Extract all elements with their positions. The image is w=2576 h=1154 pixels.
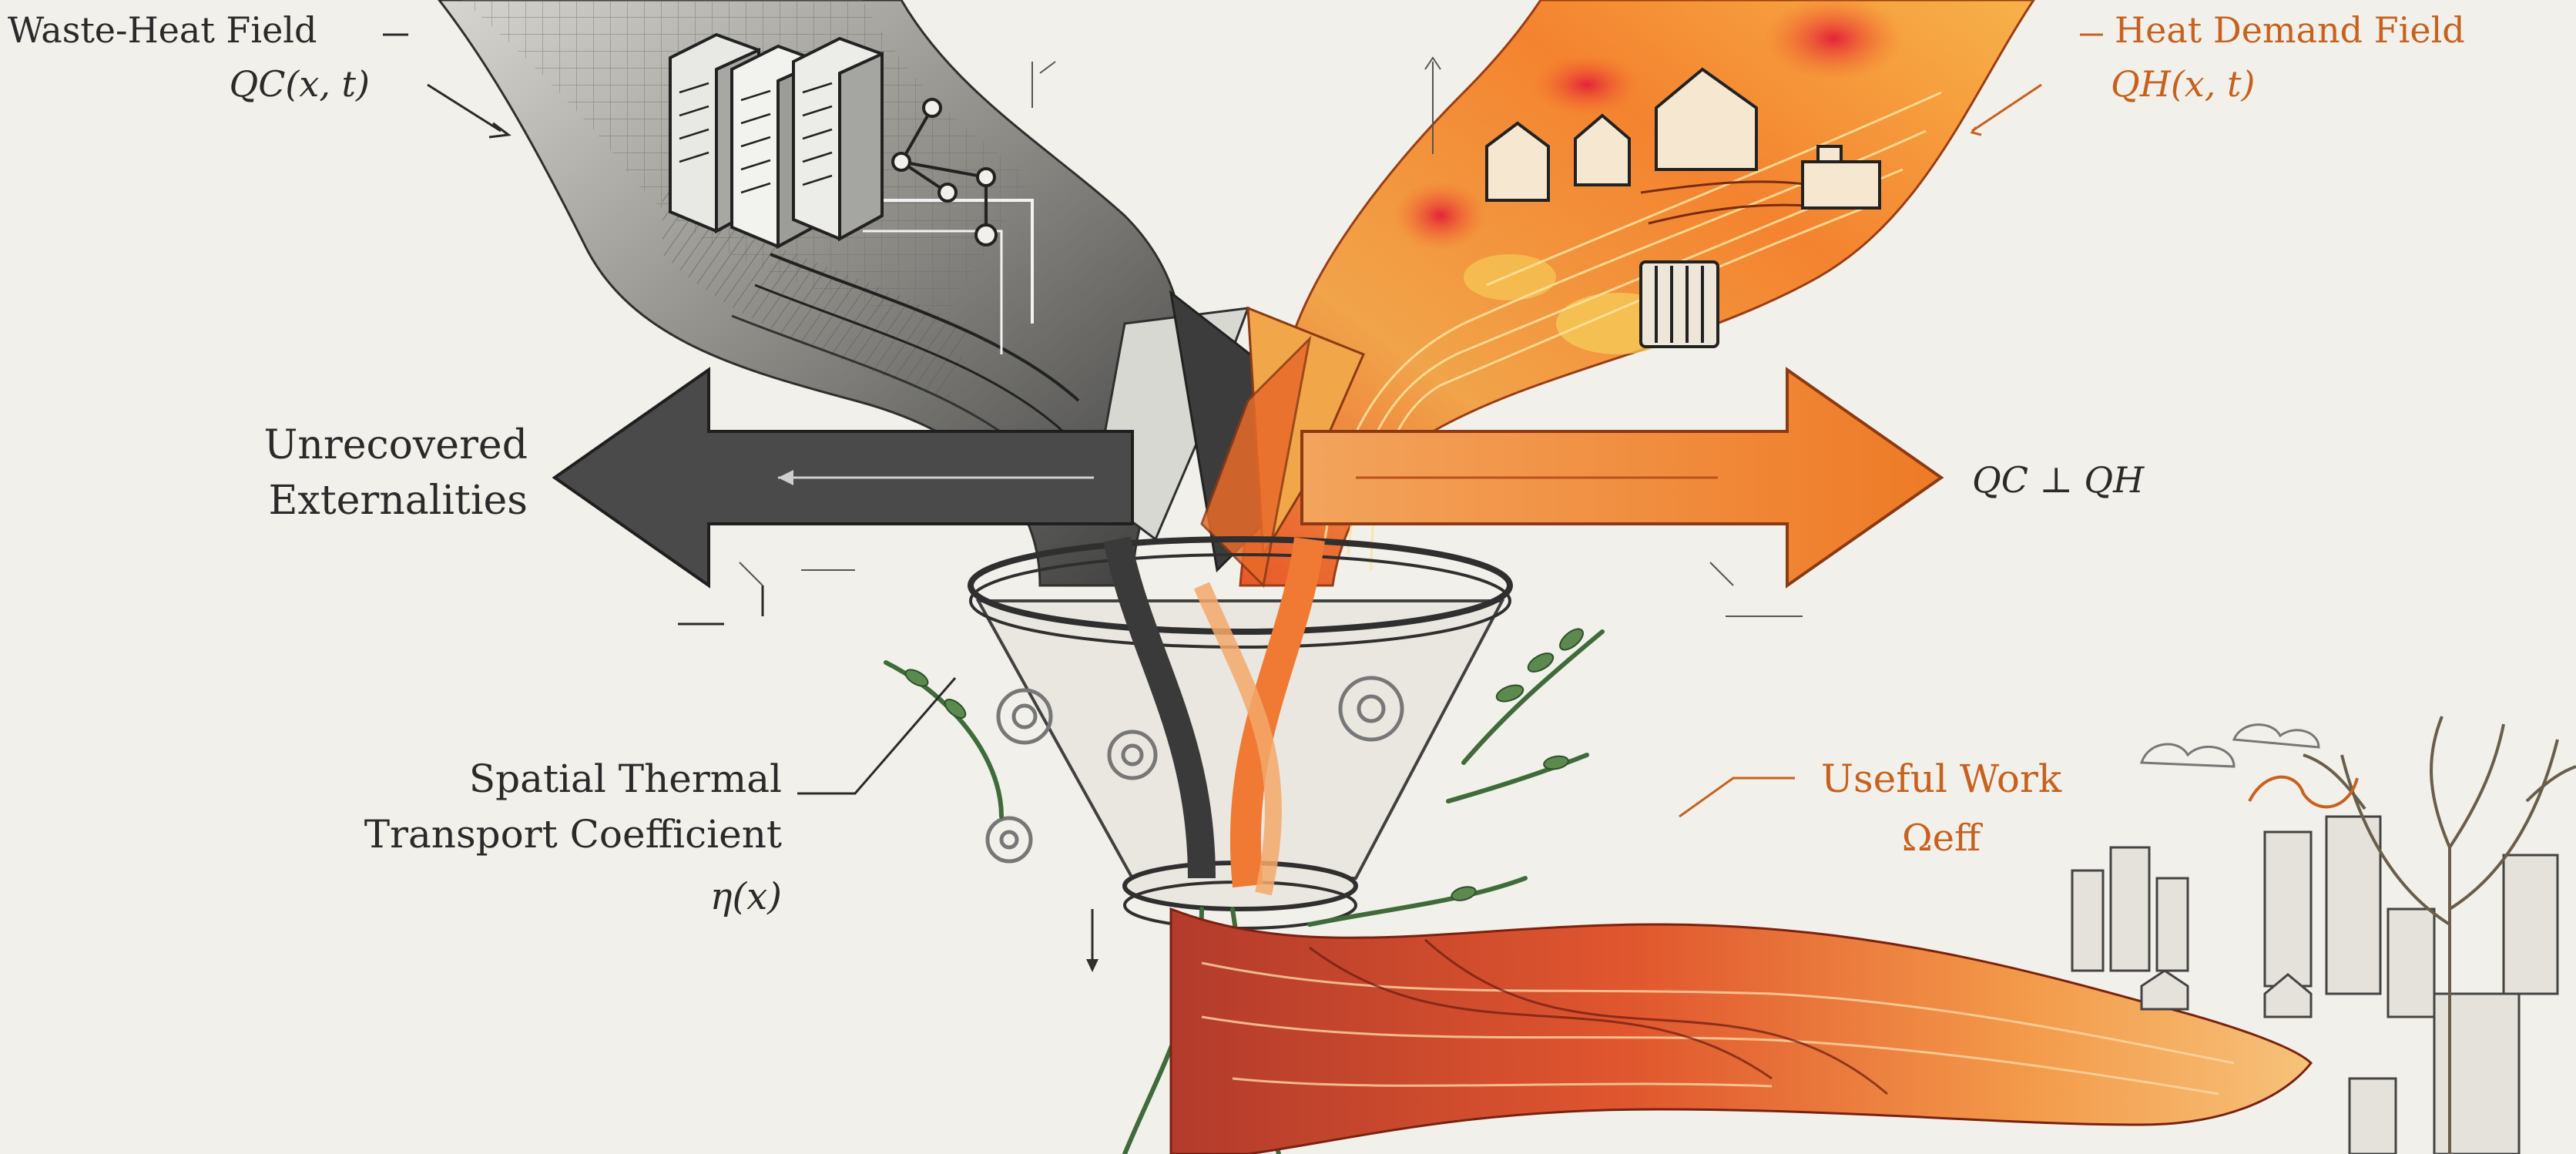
spatial-label-line2: Transport Coefficient	[324, 812, 782, 857]
waste-heat-math: QC(x, t)	[193, 63, 370, 105]
cloud-icon	[2142, 725, 2319, 767]
useful-work-math: Ωeff	[1795, 817, 2088, 860]
heat-demand-math: QH(x, t)	[2111, 63, 2255, 105]
unrecovered-label-line1: Unrecovered	[231, 422, 528, 468]
heat-demand-title: Heat Demand Field	[2115, 9, 2465, 51]
useful-work-label: Useful Work	[1795, 756, 2088, 801]
server-rack-icon	[670, 35, 882, 247]
spatial-label-line1: Spatial Thermal	[324, 756, 782, 801]
spatial-math: η(x)	[601, 875, 782, 918]
unrecovered-label-line2: Externalities	[231, 478, 528, 524]
radiator-icon	[1641, 262, 1718, 347]
orthogonal-label: QC ⊥ QH	[1972, 459, 2144, 501]
funnel-icon	[971, 539, 1510, 972]
waste-heat-title: Waste-Heat Field	[8, 9, 317, 51]
